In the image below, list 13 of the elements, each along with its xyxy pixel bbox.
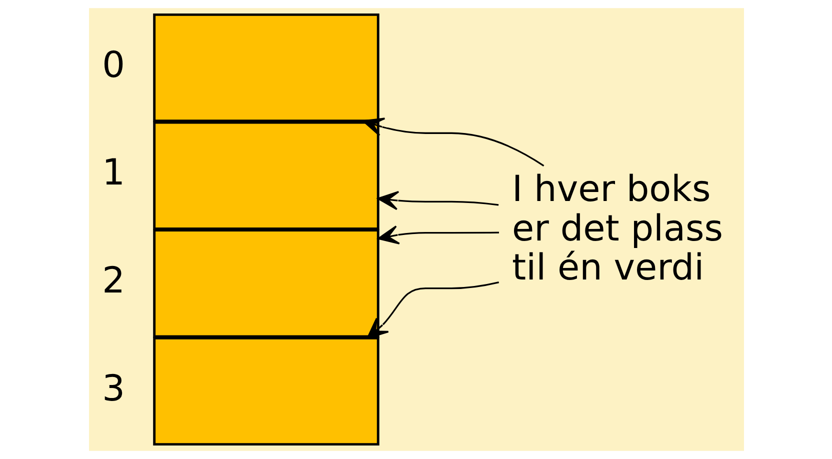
arrow xyxy=(376,190,498,210)
node-box xyxy=(152,229,379,338)
arrow xyxy=(366,282,499,339)
node-box xyxy=(152,336,379,446)
arrow xyxy=(362,118,544,166)
node-label: 1 xyxy=(102,152,124,194)
arrow xyxy=(377,225,498,244)
node-text: I hver boks er det plass til én verdi xyxy=(512,169,722,288)
node-label: 3 xyxy=(102,368,124,410)
node-label: 0 xyxy=(102,44,124,86)
node-label: 2 xyxy=(102,260,124,302)
node-box xyxy=(152,121,379,230)
node-box xyxy=(152,13,379,122)
